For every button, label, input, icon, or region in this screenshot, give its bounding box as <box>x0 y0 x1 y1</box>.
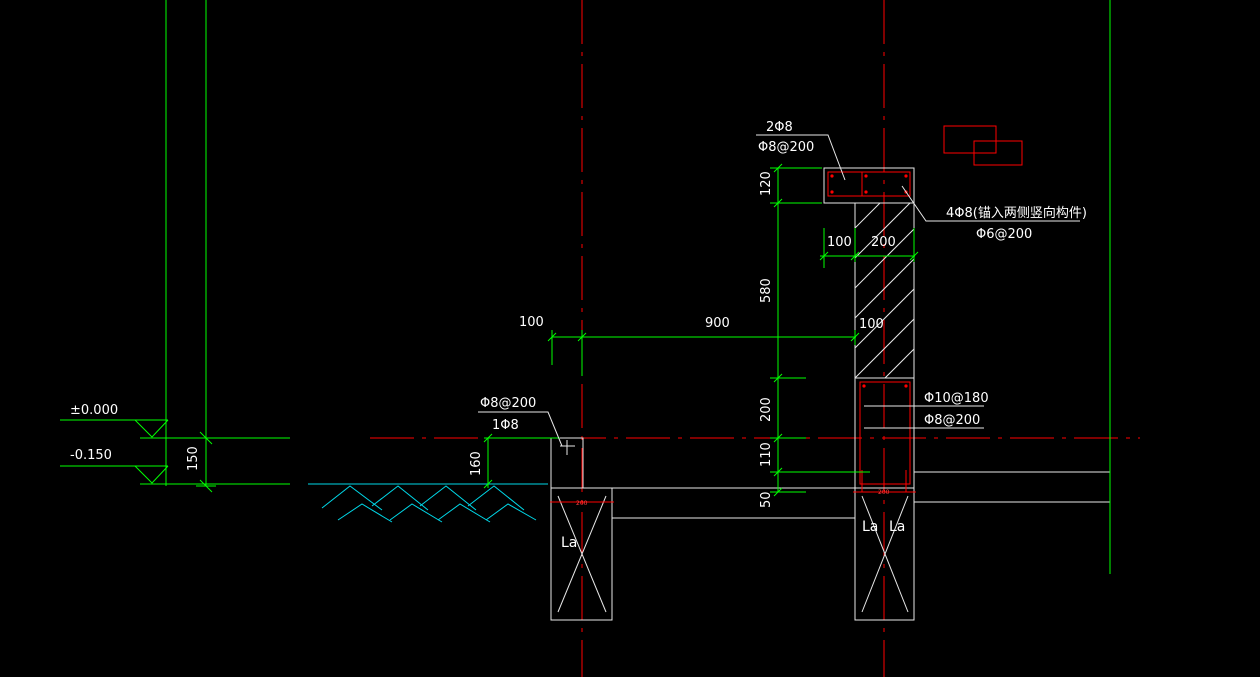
dim-120: 120 <box>759 171 774 196</box>
dim-580: 580 <box>759 278 774 303</box>
level-gap-dimension: 150 <box>186 446 201 471</box>
callout-leaders <box>478 134 1080 447</box>
dim-900: 900 <box>705 316 730 331</box>
axis-lines <box>370 0 1140 677</box>
left-callout-line1: Φ8@200 <box>480 396 536 411</box>
dim-110: 110 <box>759 442 774 467</box>
top-callout-line1: 2Φ8 <box>766 120 793 135</box>
top-beam <box>823 167 915 204</box>
dim-200-vertical: 200 <box>759 397 774 422</box>
callout-labels: 2Φ8 Φ8@200 4Φ8(锚入两侧竖向构件) Φ6@200 Φ10@180 … <box>480 120 1087 551</box>
dimension-lines <box>483 0 1111 574</box>
wall-hatch <box>854 202 915 379</box>
dim-100-right: 100 <box>859 317 884 332</box>
mid-right-line2: Φ8@200 <box>924 413 980 428</box>
mid-right-line1: Φ10@180 <box>924 391 989 406</box>
dim-200-small-left: 200 <box>576 500 588 507</box>
left-callout-line2: 1Φ8 <box>492 418 519 433</box>
left-level-marks <box>60 0 290 493</box>
la-label-left: La <box>561 535 577 551</box>
level-zero-label: ±0.000 <box>70 403 118 418</box>
dim-100-top: 100 <box>827 235 852 250</box>
rebar-details <box>550 125 1023 503</box>
top-callout-line2: Φ8@200 <box>758 140 814 155</box>
structure-outline <box>550 167 1111 621</box>
dim-100-left: 100 <box>519 315 544 330</box>
dim-50: 50 <box>759 491 774 508</box>
small-dimension-labels: 200 200 <box>576 489 890 507</box>
level-minus-label: -0.150 <box>70 448 112 463</box>
dim-200-top: 200 <box>871 235 896 250</box>
la-label-right: La <box>889 519 905 535</box>
rebar-dots <box>830 174 908 388</box>
dim-160: 160 <box>469 451 484 476</box>
la-label-mid: La <box>862 519 878 535</box>
left-stub <box>550 437 584 489</box>
right-callout-line1: 4Φ8(锚入两侧竖向构件) <box>946 205 1087 221</box>
right-callout-line2: Φ6@200 <box>976 227 1032 242</box>
dim-200-small-right: 200 <box>878 489 890 496</box>
ground-hatch <box>308 483 548 523</box>
dimension-labels: 100 900 100 100 200 120 580 200 110 50 1… <box>469 171 896 508</box>
